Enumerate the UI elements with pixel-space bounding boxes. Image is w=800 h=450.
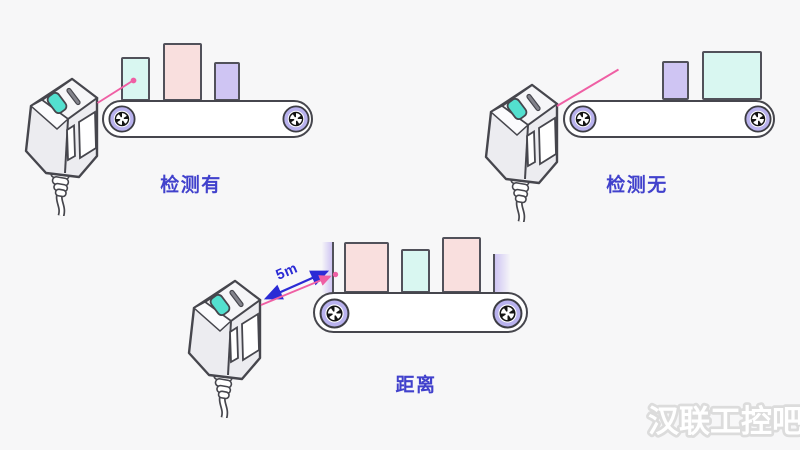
- distance-value-label: 5m: [273, 260, 301, 284]
- belt-item-purple-box: [214, 62, 240, 101]
- conveyor-belt: [102, 100, 313, 138]
- conveyor-belt: [313, 292, 528, 333]
- conveyor-roller-icon: [744, 105, 772, 133]
- conveyor-roller-icon: [282, 105, 310, 133]
- conveyor-roller-icon: [492, 298, 523, 329]
- belt-item-pink-box: [442, 237, 481, 293]
- conveyor-belt: [563, 100, 775, 138]
- scene-label-detection-absent: 检测无: [606, 175, 668, 196]
- belt-item-purple-blur-strip: [322, 242, 334, 293]
- belt-item-pink-box: [344, 242, 389, 293]
- watermark: 汉联工控吧: [646, 401, 800, 442]
- laser-sensor: [185, 278, 265, 418]
- belt-item-purple-box: [662, 61, 689, 100]
- laser-sensor: [22, 76, 102, 216]
- belt-item-purple-blur-strip: [493, 254, 510, 293]
- conveyor-roller-icon: [108, 105, 136, 133]
- scene-label-detection-present: 检测有: [160, 175, 222, 196]
- laser-sensor: [482, 82, 562, 222]
- watermark-text: 汉联工控吧: [648, 404, 800, 439]
- belt-item-mint-box: [401, 249, 430, 293]
- scene-label-distance: 距离: [395, 375, 437, 396]
- belt-item-mint-box: [121, 57, 150, 101]
- belt-item-pink-box: [163, 43, 202, 101]
- conveyor-roller-icon: [569, 105, 597, 133]
- belt-item-mint-box: [702, 51, 762, 100]
- conveyor-roller-icon: [319, 298, 350, 329]
